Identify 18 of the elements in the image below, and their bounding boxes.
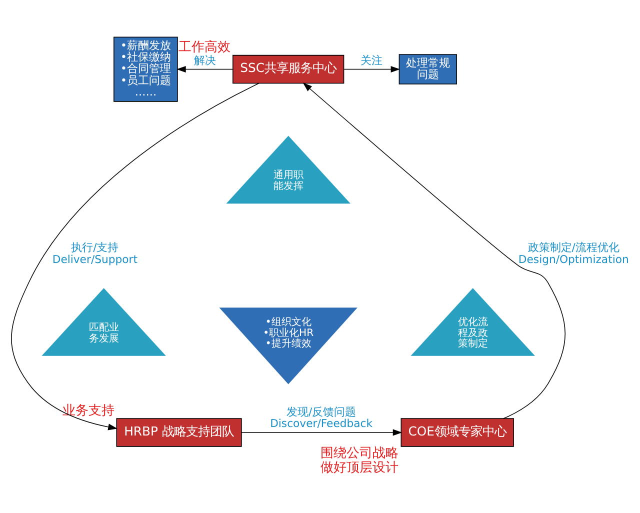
- arrow: [241, 429, 402, 436]
- edge-label: 政策制定/流程优化 Design/Optimization: [518, 241, 629, 266]
- edge-label: 解决: [194, 54, 216, 68]
- edge-label: 关注: [360, 54, 382, 68]
- node-box: SSC共享服务中心: [232, 54, 344, 84]
- edge-label: 发现/反馈问题 Discover/Feedback: [270, 406, 373, 430]
- arrow: [176, 66, 234, 73]
- node-label: 工作高效: [178, 40, 231, 56]
- node-box: COE领域专家中心: [400, 418, 514, 447]
- arrow: [344, 66, 400, 73]
- node-box: •薪酬发放 •社保缴纳 •合同管理 •员工问题 ……: [114, 36, 178, 102]
- node-label: 围绕公司战略做好顶层设计: [320, 446, 399, 476]
- edge-label: 执行/支持 Deliver/Support: [52, 241, 138, 266]
- arrow: [11, 82, 260, 430]
- node-box: 处理常规问题: [398, 54, 457, 84]
- arrow: [302, 82, 566, 419]
- node-box: HRBP 战略支持团队: [116, 418, 242, 447]
- node-label: 业务支持: [62, 403, 114, 418]
